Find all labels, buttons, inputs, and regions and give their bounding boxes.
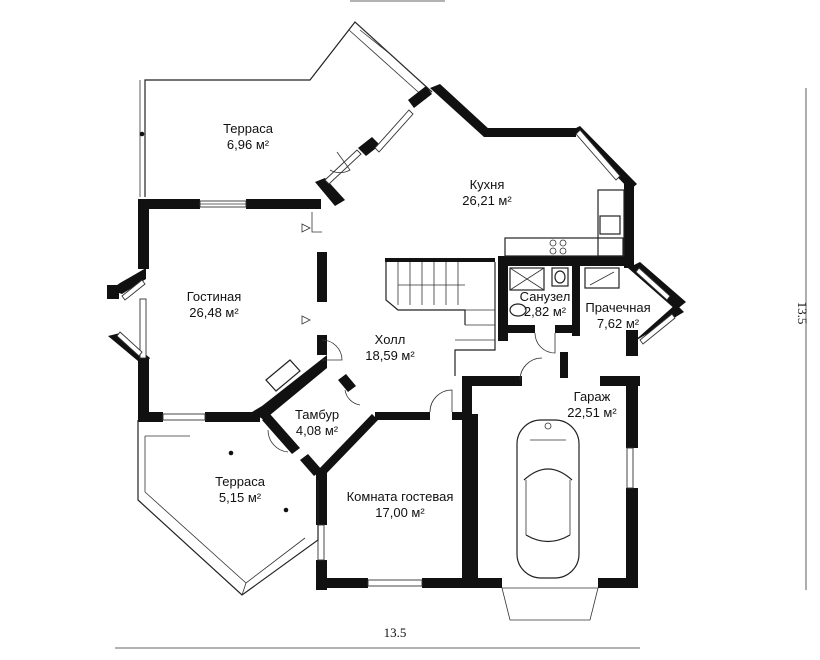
bathroom-fixtures	[509, 267, 620, 317]
room-label-garage: Гараж 22,51 м²	[567, 389, 617, 420]
room-label-terrace-top: Терраса 6,96 м²	[223, 121, 274, 152]
svg-text:Терраса: Терраса	[215, 474, 266, 489]
room-label-terrace-bottom: Терраса 5,15 м²	[215, 474, 266, 505]
room-label-kitchen: Кухня 26,21 м²	[462, 177, 512, 208]
svg-text:22,51 м²: 22,51 м²	[567, 405, 617, 420]
svg-text:Прачечная: Прачечная	[585, 300, 650, 315]
garage-apron	[501, 587, 599, 621]
svg-text:5,15 м²: 5,15 м²	[219, 490, 262, 505]
svg-text:26,21 м²: 26,21 м²	[462, 193, 512, 208]
svg-text:26,48 м²: 26,48 м²	[189, 305, 239, 320]
kitchen-counter	[504, 189, 625, 257]
svg-text:Комната гостевая: Комната гостевая	[347, 489, 454, 504]
svg-text:6,96 м²: 6,96 м²	[227, 137, 270, 152]
dimension-bottom: 13.5	[115, 625, 640, 649]
svg-text:Терраса: Терраса	[223, 121, 274, 136]
room-label-bathroom: Санузел 2,82 м²	[520, 289, 571, 319]
terrace-bottom-outline	[137, 420, 319, 596]
svg-text:Санузел: Санузел	[520, 289, 571, 304]
room-label-living: Гостиная 26,48 м²	[187, 289, 242, 320]
room-label-laundry: Прачечная 7,62 м²	[585, 300, 650, 331]
svg-text:Кухня: Кухня	[470, 177, 505, 192]
svg-text:13.5: 13.5	[795, 302, 810, 325]
doors	[267, 151, 556, 453]
svg-text:2,82 м²: 2,82 м²	[524, 304, 567, 319]
svg-text:Тамбур: Тамбур	[295, 407, 339, 422]
walls	[107, 84, 686, 590]
room-label-guest-room: Комната гостевая 17,00 м²	[347, 489, 454, 520]
svg-text:17,00 м²: 17,00 м²	[375, 505, 425, 520]
svg-text:13.5: 13.5	[384, 625, 407, 640]
svg-text:Гараж: Гараж	[574, 389, 611, 404]
room-label-vestibule: Тамбур 4,08 м²	[295, 407, 339, 438]
svg-text:7,62 м²: 7,62 м²	[597, 316, 640, 331]
svg-text:Гостиная: Гостиная	[187, 289, 242, 304]
svg-text:4,08 м²: 4,08 м²	[296, 423, 339, 438]
room-label-hall: Холл 18,59 м²	[365, 332, 415, 363]
svg-text:18,59 м²: 18,59 м²	[365, 348, 415, 363]
windows	[116, 109, 676, 587]
staircase	[385, 262, 496, 376]
car-icon	[516, 419, 580, 579]
terrace-top-outline	[139, 21, 433, 197]
svg-text:Холл: Холл	[375, 332, 406, 347]
dimension-right: 13.5	[795, 88, 810, 590]
